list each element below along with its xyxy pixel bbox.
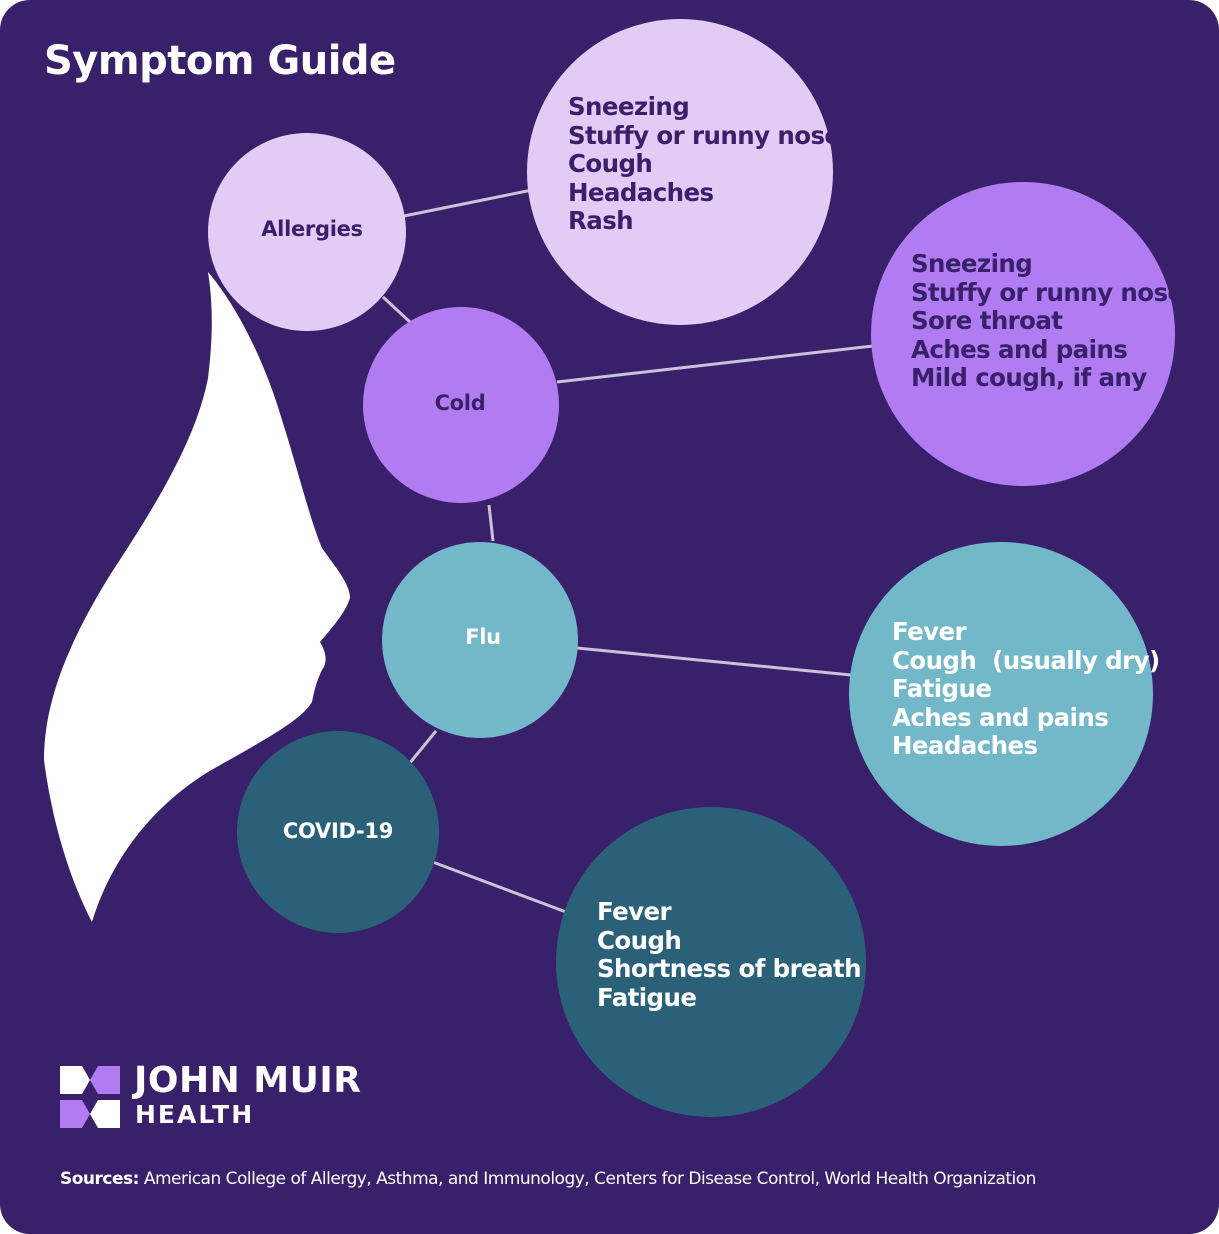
logo-subtitle: HEALTH [135, 1100, 255, 1129]
allergies-node [208, 133, 406, 331]
sources-label: Sources: [60, 1169, 139, 1189]
allergies-symptoms-bubble [527, 19, 833, 325]
symptom-item: Rash [568, 206, 634, 236]
page-title: Symptom Guide [44, 38, 396, 84]
symptom-item: Aches and pains [911, 334, 1128, 364]
symptom-item: Sneezing [911, 249, 1033, 278]
symptom-item: Shortness of breath [597, 954, 862, 984]
symptom-item: Cough (usually dry) [892, 645, 1160, 675]
cold-node [363, 307, 559, 503]
symptom-item: Sneezing [568, 92, 690, 121]
flu-symptoms-bubble [849, 542, 1153, 846]
symptom-item: Cough [568, 149, 653, 179]
allergies-label: Allergies [261, 217, 363, 241]
covid-symptom-list: Fever Cough Shortness of breath Fatigue [597, 897, 862, 1012]
connector-covid-symptoms [429, 859, 567, 914]
john-muir-logo-icon [60, 1066, 120, 1128]
connector-flu-covid [407, 730, 438, 765]
connector-allergies-symptoms [403, 188, 533, 218]
covid-symptoms-bubble [556, 807, 866, 1117]
symptom-item: Cough [597, 925, 682, 955]
covid-label: COVID-19 [282, 819, 394, 843]
flu-label: Flu [465, 625, 501, 649]
cold-label: Cold [434, 391, 486, 415]
symptom-item: Mild cough, if any [911, 363, 1147, 393]
sources-footnote: Sources: American College of Allergy, As… [60, 1169, 1036, 1189]
cold-symptom-list: Sneezing Stuffy or runny nose Sore throa… [911, 249, 1184, 393]
symptom-item: Sore throat [911, 306, 1063, 336]
symptom-item: Aches and pains [892, 702, 1109, 732]
logo-name: JOHN MUIR [134, 1060, 362, 1101]
connector-allergies-cold [381, 295, 412, 324]
symptom-item: Stuffy or runny nose [911, 277, 1184, 307]
face-silhouette [44, 272, 350, 922]
sources-text: American College of Allergy, Asthma, and… [143, 1169, 1037, 1189]
allergies-symptom-list: Sneezing Stuffy or runny nose Cough Head… [568, 92, 841, 236]
symptom-item: Headaches [568, 177, 714, 207]
flu-node [382, 542, 578, 738]
symptom-item: Fatigue [597, 982, 697, 1012]
covid-node [237, 731, 439, 933]
symptom-item: Headaches [892, 731, 1038, 761]
symptom-item: Fever [892, 617, 967, 646]
symptom-item: Fever [597, 897, 672, 926]
connector-flu-symptoms [576, 646, 852, 677]
flu-symptom-list: Fever Cough (usually dry) Fatigue Aches … [892, 617, 1160, 761]
symptom-item: Fatigue [892, 674, 992, 704]
connector-cold-symptoms [556, 344, 874, 384]
connector-cold-flu [487, 504, 495, 542]
symptom-item: Stuffy or runny nose [568, 120, 841, 150]
cold-symptoms-bubble [871, 182, 1175, 486]
